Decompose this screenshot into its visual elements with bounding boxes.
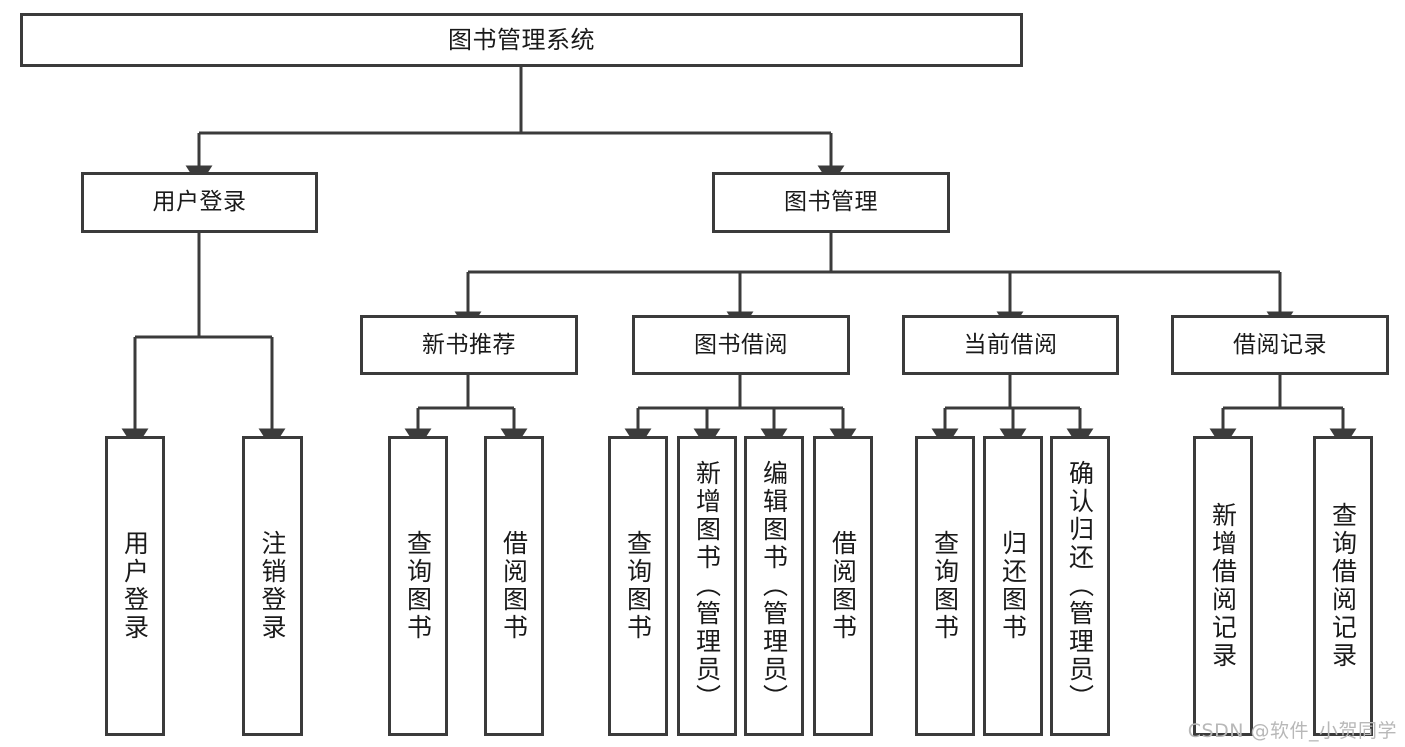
node-label: 编辑图书（管理员） [759,460,789,712]
node-label: 借阅图书 [828,530,858,642]
node-label: 用户登录 [152,189,247,215]
node-label: 用户登录 [120,530,150,642]
node-label: 归还图书 [998,530,1028,642]
node-user-login[interactable]: 用户登录 [81,172,318,233]
leaf-borrow-book[interactable]: 借阅图书 [813,436,873,736]
node-label: 查询借阅记录 [1328,502,1358,670]
node-label: 图书管理系统 [448,26,595,54]
leaf-add-borrow-record[interactable]: 新增借阅记录 [1193,436,1253,736]
leaf-query-book-recommend[interactable]: 查询图书 [388,436,448,736]
node-label: 查询图书 [623,530,653,642]
node-label: 新增图书（管理员） [692,460,722,712]
node-label: 借阅记录 [1233,331,1327,358]
leaf-logout[interactable]: 注销登录 [242,436,303,736]
node-label: 当前借阅 [963,331,1058,358]
node-book-borrow[interactable]: 图书借阅 [632,315,850,375]
node-book-management[interactable]: 图书管理 [712,172,950,233]
leaf-confirm-return-admin[interactable]: 确认归还（管理员） [1050,436,1110,736]
node-label: 注销登录 [258,530,287,642]
node-label: 新增借阅记录 [1208,502,1238,670]
node-label: 图书管理 [784,189,878,215]
leaf-borrow-book-recommend[interactable]: 借阅图书 [484,436,544,736]
node-label: 查询图书 [403,530,433,642]
leaf-user-login[interactable]: 用户登录 [105,436,165,736]
leaf-return-book[interactable]: 归还图书 [983,436,1043,736]
node-current-borrow[interactable]: 当前借阅 [902,315,1119,375]
node-label: 查询图书 [930,530,960,642]
node-label: 图书借阅 [694,331,788,358]
node-label: 新书推荐 [422,331,516,358]
leaf-add-book-admin[interactable]: 新增图书（管理员） [677,436,737,736]
leaf-query-book-borrow[interactable]: 查询图书 [608,436,668,736]
leaf-edit-book-admin[interactable]: 编辑图书（管理员） [744,436,804,736]
node-new-book-recommend[interactable]: 新书推荐 [360,315,578,375]
node-label: 确认归还（管理员） [1065,460,1095,712]
node-borrow-record[interactable]: 借阅记录 [1171,315,1389,375]
node-root-system[interactable]: 图书管理系统 [20,13,1023,67]
node-label: 借阅图书 [499,530,529,642]
leaf-query-borrow-record[interactable]: 查询借阅记录 [1313,436,1373,736]
leaf-query-book-current[interactable]: 查询图书 [915,436,975,736]
watermark-text: CSDN @软件_小贺同学 [1187,720,1397,742]
